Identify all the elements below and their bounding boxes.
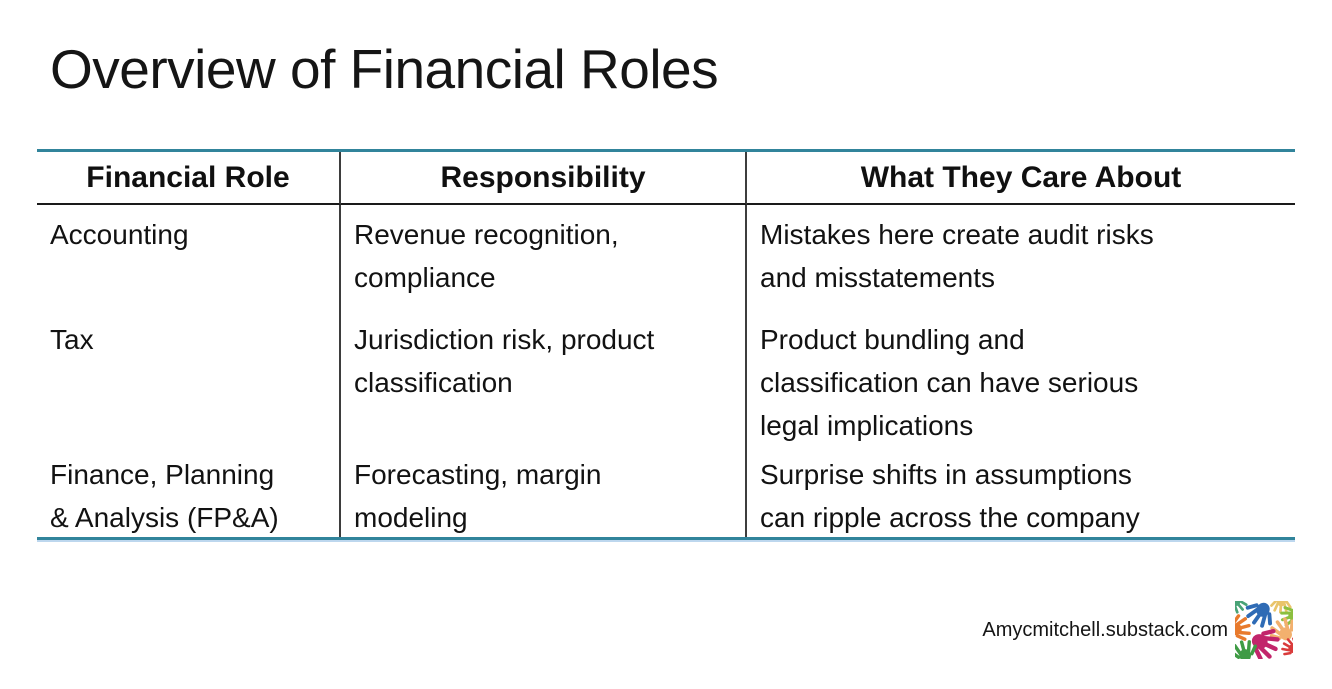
hands-logo-icon [1235,601,1293,659]
column-header-responsibility: Responsibility [341,152,747,205]
table-cell-role-accounting: Accounting [37,205,341,310]
table-cell-cares-accounting: Mistakes here create audit risks and mis… [760,219,1154,293]
footer: Amycmitchell.substack.com [982,601,1293,659]
page-title: Overview of Financial Roles [50,38,719,100]
financial-roles-table: Financial Role Responsibility What They … [37,149,1295,540]
table-cell-role-tax: Tax [37,310,341,445]
table-cell-cares-tax: Product bundling and classification can … [760,324,1139,441]
table-cell-cares-fpa: Surprise shifts in assumptions can rippl… [760,459,1140,533]
table-cell-responsibility-fpa: Forecasting, margin modeling [341,445,747,537]
website-text: Amycmitchell.substack.com [982,618,1228,641]
column-header-financial-role: Financial Role [37,152,341,205]
table-cell-responsibility-accounting: Revenue recognition, compliance [341,205,747,310]
table-cell-responsibility-tax: Jurisdiction risk, product classificatio… [341,310,747,445]
table-cell-role-fpa: Finance, Planning & Analysis (FP&A) [37,445,341,537]
column-header-what-they-care-about: What They Care About [747,152,1295,205]
